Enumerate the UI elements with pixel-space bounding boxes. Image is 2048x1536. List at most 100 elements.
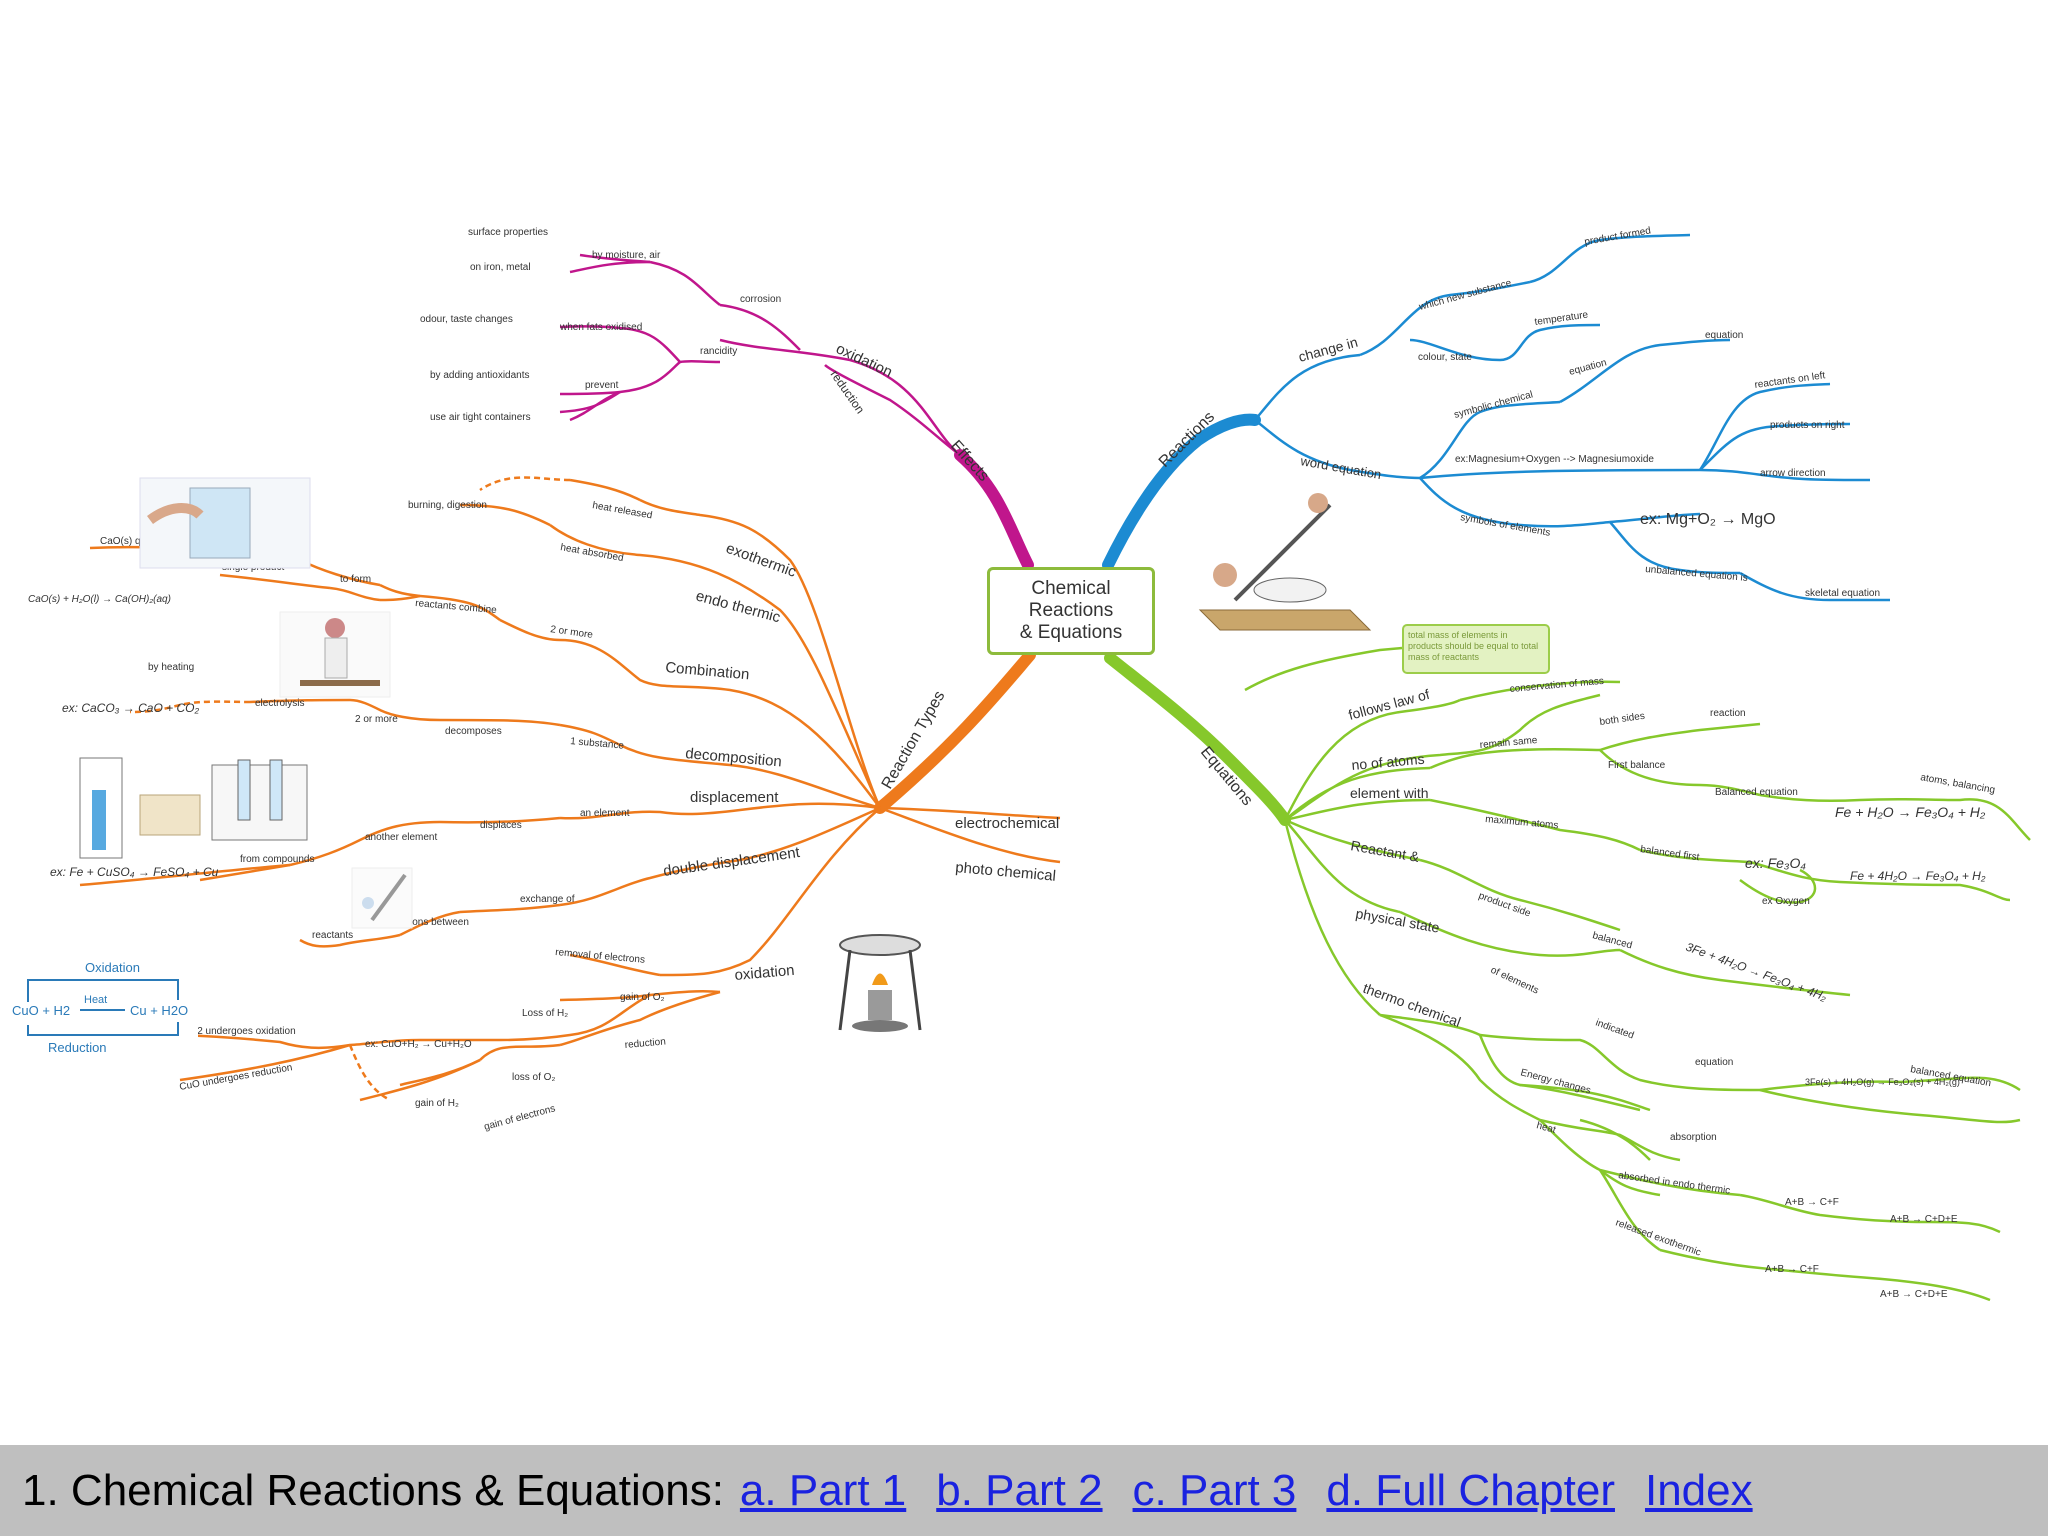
label-remain-same: remain same <box>1479 735 1538 751</box>
label-ex-cuo: ex: CuO+H₂ → Cu+H₂O <box>365 1039 472 1050</box>
svg-text:CuO + H2: CuO + H2 <box>12 1003 70 1018</box>
label-electrolysis: electrolysis <box>255 698 304 709</box>
label-one-element: an element <box>580 808 630 819</box>
label-removal-electrons: removal of electrons <box>555 947 646 966</box>
label-word-equation: word equation <box>1298 453 1382 482</box>
effects-trunk <box>954 449 1034 571</box>
label-equation: equation <box>1568 357 1608 378</box>
label-by-heating: by heating <box>148 662 194 673</box>
label-one-substance: 1 substance <box>570 736 625 752</box>
label-maximum-atoms: maximum atoms <box>1485 814 1559 831</box>
label-ions-between: ions between <box>410 917 469 928</box>
apparatus-picture <box>79 757 308 859</box>
label-airtight: use air tight containers <box>430 412 531 423</box>
label-double-displacement: double displacement <box>662 844 801 880</box>
label-ab-cd: A+B → C+F <box>1785 1197 1839 1208</box>
label-rancidity: rancidity <box>700 346 737 357</box>
label-caco3: ex: CaCO₃ → CaO + CO₂ <box>62 701 199 715</box>
label-ab-cd-2: A+B → C+F <box>1765 1264 1819 1275</box>
label-ex-mg: ex:Magnesium+Oxygen --> Magnesiumoxide <box>1455 454 1654 465</box>
svg-text:Heat: Heat <box>84 994 107 1006</box>
effects-branch <box>559 253 961 456</box>
label-both-sides: both sides <box>1599 711 1646 728</box>
label-two-or-more-b: 2 or more <box>355 714 398 725</box>
magnesium-burning-picture <box>1190 485 1380 635</box>
label-gain-h2: gain of H₂ <box>415 1098 459 1109</box>
mind-map: corrosion by moisture, air surface prope… <box>12 225 2031 1302</box>
label-gain-o2: gain of O₂ <box>620 992 665 1003</box>
link-part-1[interactable]: a. Part 1 <box>739 1465 907 1515</box>
svg-text:Reduction: Reduction <box>48 1040 107 1055</box>
label-endothermic: endo thermic <box>694 587 783 626</box>
label-photochemical: photo chemical <box>955 859 1057 885</box>
label-colour-state: colour, state <box>1418 352 1472 363</box>
label-physical-state: physical state <box>1354 905 1441 936</box>
label-another-element: another element <box>365 832 437 843</box>
label-electrochemical: electrochemical <box>955 815 1059 832</box>
label-reactants: reactants <box>312 930 353 941</box>
central-topic: Chemical Reactions & Equations <box>987 567 1155 655</box>
label-exothermic: exothermic <box>724 540 799 581</box>
label-exchange-of: exchange of <box>520 894 575 905</box>
label-ox-oxygen: ex Oxygen <box>1762 896 1810 907</box>
label-absorbed-endo: absorbed in endo thermic <box>1618 1170 1731 1197</box>
equations-trunk <box>1104 652 1291 826</box>
reactions-branch <box>1254 233 1890 602</box>
link-index[interactable]: Index <box>1644 1465 1753 1515</box>
label-equation2: equation <box>1695 1057 1733 1068</box>
label-reaction: reaction <box>1710 708 1746 719</box>
label-follows-law: follows law of <box>1347 686 1432 723</box>
label-effects: Effects <box>947 437 992 485</box>
label-combination: Combination <box>665 659 750 683</box>
label-equation-short: equation <box>1705 330 1743 341</box>
label-ex-fe3o4: ex: Fe₃O₄ <box>1745 855 1806 871</box>
label-of-elements: of elements <box>1489 965 1541 997</box>
label-by-antioxidants: by adding antioxidants <box>430 370 530 381</box>
svg-text:Oxidation: Oxidation <box>85 960 140 975</box>
label-when-fats: when fats oxidised <box>559 322 642 333</box>
label-unbalanced: unbalanced equation is <box>1645 564 1748 584</box>
label-two-or-more: 2 or more <box>550 624 594 641</box>
label-conservation: conservation of mass <box>1509 676 1604 695</box>
label-balanced-eq: Balanced equation <box>1715 787 1798 798</box>
label-skeletal: skeletal equation <box>1805 588 1880 599</box>
label-symbols-elements: symbols of elements <box>1459 512 1551 539</box>
label-ab-cd-e-2: A+B → C+D+E <box>1880 1289 1948 1300</box>
label-indicated: indicated <box>1594 1017 1635 1041</box>
label-product-formed: product formed <box>1584 225 1652 248</box>
label-decomposes: decomposes <box>445 726 502 737</box>
dropper-picture <box>351 867 413 929</box>
label-products-right: products on right <box>1770 420 1845 431</box>
link-part-3[interactable]: c. Part 3 <box>1132 1465 1297 1515</box>
footer-bar: 1. Chemical Reactions & Equations: a. Pa… <box>0 1445 2048 1536</box>
label-no-atoms: no of atoms <box>1351 751 1425 773</box>
label-three-fe: 3Fe + 4H₂O → Fe₃O₄ + 4H₂ <box>1684 940 1829 1004</box>
link-full-chapter[interactable]: d. Full Chapter <box>1326 1465 1615 1515</box>
label-surface-properties: surface properties <box>468 227 548 238</box>
reactions-trunk <box>1102 413 1261 571</box>
beaker-picture <box>139 477 311 569</box>
label-absorption: absorption <box>1670 1132 1717 1143</box>
label-released-exo: released exothermic <box>1614 1217 1702 1258</box>
link-part-2[interactable]: b. Part 2 <box>936 1465 1103 1515</box>
label-loss-h2: Loss of H₂ <box>522 1008 568 1019</box>
label-energy-changes: Energy changes <box>1519 1067 1592 1096</box>
label-balanced: balanced <box>1591 930 1633 951</box>
equations-branch <box>1244 646 2031 1302</box>
label-element-with: element with <box>1350 785 1429 801</box>
label-displaces: displaces <box>480 820 522 831</box>
label-on-iron: on iron, metal <box>470 262 531 273</box>
label-by-moisture: by moisture, air <box>592 250 661 261</box>
label-displacement: displacement <box>690 789 779 806</box>
label-arrow-direction: arrow direction <box>1760 468 1826 479</box>
label-ab-cd-e: A+B → C+D+E <box>1890 1214 1958 1225</box>
label-state-eq: 3Fe(s) + 4H₂O(g) → Fe₃O₄(s) + 4H₂(g) <box>1805 1077 1960 1087</box>
label-heat: heat <box>1535 1120 1557 1136</box>
label-fe-4h2o: Fe + 4H₂O → Fe₃O₄ + H₂ <box>1850 869 1986 883</box>
label-reactant-and: Reactant & <box>1349 837 1421 865</box>
label-thermo-chemical: thermo chemical <box>1361 980 1463 1030</box>
burner-picture <box>838 934 922 1032</box>
label-h2-undergoes: H2 undergoes oxidation <box>190 1026 296 1037</box>
scientist-picture <box>279 611 391 698</box>
label-ex-mg-formula: ex: Mg+O₂ → MgO <box>1640 511 1776 528</box>
